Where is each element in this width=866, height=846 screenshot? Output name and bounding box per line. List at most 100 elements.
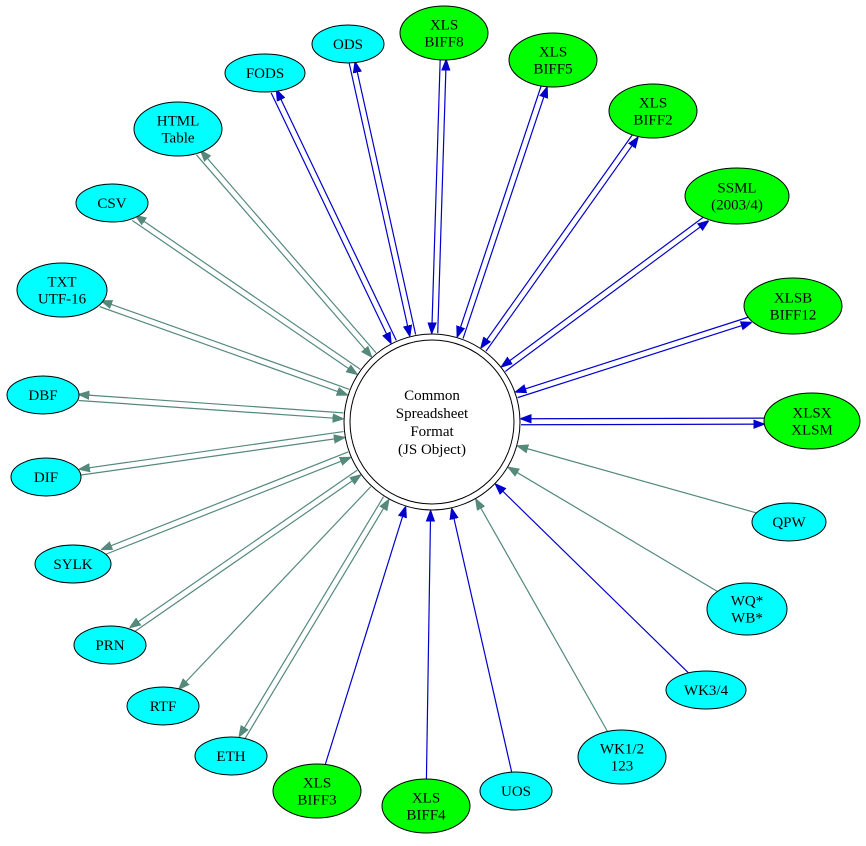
format-node-eth: ETH <box>194 736 268 776</box>
edge-dif-read <box>80 438 344 476</box>
edge-prn-read <box>133 475 361 633</box>
format-node-wq-wb: WQ*WB* <box>706 582 788 636</box>
edge-xls-biff5-write <box>462 87 547 339</box>
edge-wq-wb-read <box>509 467 718 592</box>
node-shape-rtf <box>126 686 200 726</box>
format-node-csv: CSV <box>75 183 149 223</box>
edge-qpw-read <box>518 446 757 514</box>
edge-eth-read <box>243 500 388 740</box>
node-shape-wk12-123 <box>577 729 667 785</box>
node-label-csv: CSV <box>97 196 126 212</box>
node-shape-sylk <box>34 544 112 584</box>
node-label-qpw: QPW <box>772 515 806 531</box>
edge-dbf-write <box>79 394 344 414</box>
node-shape-wq-wb <box>706 582 788 636</box>
format-node-sylk: SYLK <box>34 544 112 584</box>
edge-xls-biff8-write <box>437 60 446 334</box>
node-shape-xlsb <box>743 277 843 335</box>
format-node-uos: UOS <box>479 771 553 811</box>
edge-ssml-write <box>504 221 708 372</box>
node-shape-dbf <box>6 375 80 415</box>
node-shape-wk34 <box>665 670 747 710</box>
edge-ods-write <box>355 62 417 335</box>
node-shape-xls-biff8 <box>399 5 489 61</box>
edge-xls-biff3-read <box>324 507 405 765</box>
edge-xls-biff5-read <box>457 85 542 336</box>
node-label-dbf: DBF <box>28 388 57 404</box>
edge-prn-write <box>130 469 358 627</box>
edge-wk12-123-read <box>476 499 609 732</box>
node-shape-ssml <box>684 167 790 225</box>
node-shape-xls-biff3 <box>272 763 362 819</box>
node-shape-xls-biff4 <box>381 778 471 834</box>
node-label-dif: DIF <box>34 470 58 486</box>
edge-dif-write <box>79 430 344 470</box>
edge-uos-read <box>452 509 513 773</box>
edge-txt-utf16-write <box>102 301 350 390</box>
edge-fods-read <box>270 92 391 343</box>
node-shape-uos <box>479 771 553 811</box>
format-node-ods: ODS <box>311 24 385 64</box>
edge-csv-read <box>131 220 357 375</box>
node-shape-fods <box>224 53 306 93</box>
node-label-ods: ODS <box>333 37 363 53</box>
edge-xlsb-read <box>516 316 750 392</box>
edge-xlsx-read <box>521 418 764 419</box>
node-shape-xlsx <box>763 392 861 450</box>
edge-xls-biff2-read <box>481 133 634 348</box>
format-node-fods: FODS <box>224 53 306 93</box>
edge-dbf-read <box>78 399 343 418</box>
format-node-dif: DIF <box>10 457 82 497</box>
format-node-dbf: DBF <box>6 375 80 415</box>
edge-wk34-read <box>496 484 689 674</box>
node-shape-dif <box>10 457 82 497</box>
edge-txt-utf16-read <box>99 306 347 395</box>
node-label-sylk: SYLK <box>53 557 92 573</box>
edge-xlsx-write <box>521 424 764 425</box>
edge-html-table-write <box>201 151 377 354</box>
edge-rtf-write <box>179 486 372 689</box>
node-label-ssml: SSML(2003/4) <box>711 181 763 214</box>
edge-sylk-read <box>103 458 350 556</box>
edge-ssml-read <box>502 215 706 366</box>
format-node-prn: PRN <box>73 625 147 665</box>
center-inner-circle <box>349 339 515 505</box>
node-shape-qpw <box>751 502 827 542</box>
node-label-prn: PRN <box>95 638 124 654</box>
edges-layer <box>78 60 764 780</box>
format-node-ssml: SSML(2003/4) <box>684 167 790 225</box>
node-shape-txt-utf16 <box>16 262 108 318</box>
node-label-wq-wb: WQ*WB* <box>731 594 764 627</box>
node-shape-html-table <box>133 101 223 157</box>
node-label-fods: FODS <box>246 66 284 82</box>
edge-sylk-write <box>102 451 349 549</box>
edge-eth-write <box>239 496 385 737</box>
edge-xlsb-write <box>517 323 752 399</box>
node-shape-xls-biff5 <box>508 32 598 88</box>
node-shape-ods <box>311 24 385 64</box>
node-label-uos: UOS <box>501 784 531 800</box>
edge-csv-write <box>136 216 361 370</box>
edge-xls-biff4-read <box>426 511 430 780</box>
